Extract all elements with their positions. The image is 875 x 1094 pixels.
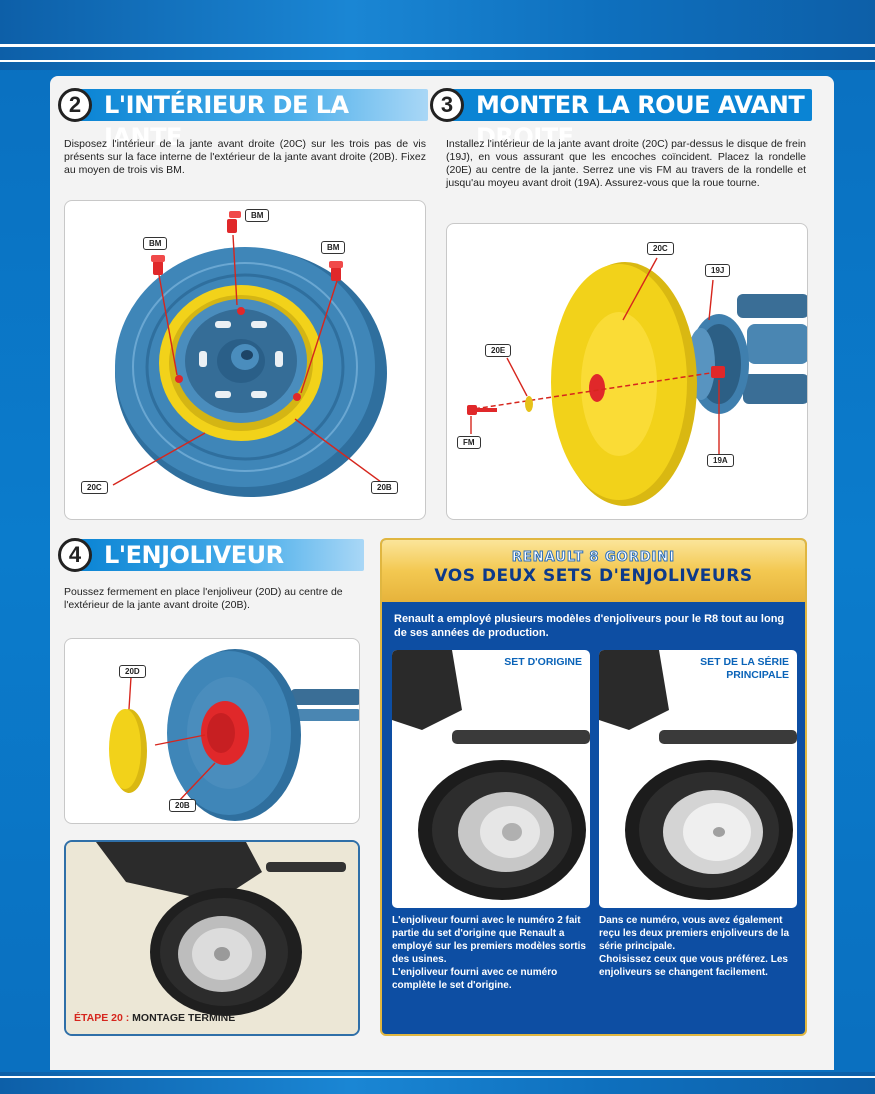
completed-wheel-photo — [66, 842, 358, 1034]
set-origin-text-2: L'enjoliveur fourni avec ce numéro compl… — [392, 967, 558, 991]
label-20e: 20E — [485, 344, 512, 357]
set-origin-description: L'enjoliveur fourni avec le numéro 2 fai… — [392, 914, 592, 992]
caption-text: MONTAGE TERMINÉ — [129, 1012, 236, 1024]
label-20c: 20C — [647, 242, 674, 255]
step-4-number: 4 — [58, 538, 92, 572]
series-hubcap-photo — [599, 650, 797, 900]
set-series-title-line2: PRINCIPALE — [726, 669, 789, 681]
label-20b: 20B — [371, 481, 398, 494]
label-bm-top: BM — [245, 209, 270, 222]
step-4-figure: 20D 20B — [64, 638, 360, 824]
set-series-card: SET DE LA SÉRIE PRINCIPALE — [599, 650, 797, 908]
panel-title: VOS DEUX SETS D'ENJOLIVEURS — [434, 566, 753, 586]
label-19j: 19J — [705, 264, 731, 277]
step-3-title: MONTER LA ROUE AVANT DROITE — [450, 89, 812, 151]
step-3-header: 3 MONTER LA ROUE AVANT DROITE — [430, 88, 812, 151]
set-origin-title: SET D'ORIGINE — [504, 656, 582, 668]
step-3-number: 3 — [430, 88, 464, 122]
set-series-title: SET DE LA SÉRIE PRINCIPALE — [700, 656, 789, 682]
step-2-figure: BM BM BM 20C 20B — [64, 200, 426, 520]
panel-intro: Renault a employé plusieurs modèles d'en… — [394, 613, 785, 639]
hubcap-diagram — [109, 649, 359, 821]
step-3-figure: 20C 19J 20E FM 19A — [446, 223, 808, 520]
origin-hubcap-photo — [392, 650, 590, 900]
tyre-assembly-diagram — [112, 211, 387, 497]
set-origin-card: SET D'ORIGINE — [392, 650, 590, 908]
step-2-title: L'INTÉRIEUR DE LA JANTE — [78, 89, 428, 151]
step-4-title: L'ENJOLIVEUR — [78, 539, 364, 571]
instruction-page: 2 L'INTÉRIEUR DE LA JANTE Disposez l'int… — [50, 76, 834, 1070]
set-series-text-1: Dans ce numéro, vous avez également reçu… — [599, 915, 790, 952]
label-19a: 19A — [707, 454, 734, 467]
step-label: ÉTAPE 20 : — [74, 1012, 130, 1024]
top-stripe-2 — [0, 60, 875, 62]
label-20c: 20C — [81, 481, 108, 494]
step-4-text: Poussez fermement en place l'enjoliveur … — [64, 586, 343, 611]
set-series-text-2: Choisissez ceux que vous préférez. Les e… — [599, 954, 788, 978]
step-2-header: 2 L'INTÉRIEUR DE LA JANTE — [58, 88, 428, 151]
wheel-mounting-diagram — [466, 257, 807, 506]
label-20b: 20B — [169, 799, 196, 812]
top-stripe — [0, 44, 875, 47]
step-2-text: Disposez l'intérieur de la jante avant d… — [64, 138, 426, 176]
step-2-number: 2 — [58, 88, 92, 122]
panel-kicker: RENAULT 8 GORDINI — [511, 550, 676, 566]
completed-step-photo: ÉTAPE 20 : MONTAGE TERMINÉ — [64, 840, 360, 1036]
panel-header: RENAULT 8 GORDINI VOS DEUX SETS D'ENJOLI… — [382, 540, 805, 602]
label-fm: FM — [457, 436, 481, 449]
step-3-text: Installez l'intérieur de la jante avant … — [446, 138, 806, 189]
set-series-title-line1: SET DE LA SÉRIE — [700, 656, 789, 668]
label-bm-left: BM — [143, 237, 168, 250]
completed-caption: ÉTAPE 20 : MONTAGE TERMINÉ — [74, 1012, 235, 1024]
bottom-stripe — [0, 1076, 875, 1078]
set-origin-text-1: L'enjoliveur fourni avec le numéro 2 fai… — [392, 915, 586, 965]
label-bm-right: BM — [321, 241, 346, 254]
hubcap-sets-panel: RENAULT 8 GORDINI VOS DEUX SETS D'ENJOLI… — [380, 538, 807, 1036]
top-band — [0, 0, 875, 70]
set-series-description: Dans ce numéro, vous avez également reçu… — [599, 914, 799, 979]
label-20d: 20D — [119, 665, 146, 678]
step-4-header: 4 L'ENJOLIVEUR — [58, 538, 364, 572]
